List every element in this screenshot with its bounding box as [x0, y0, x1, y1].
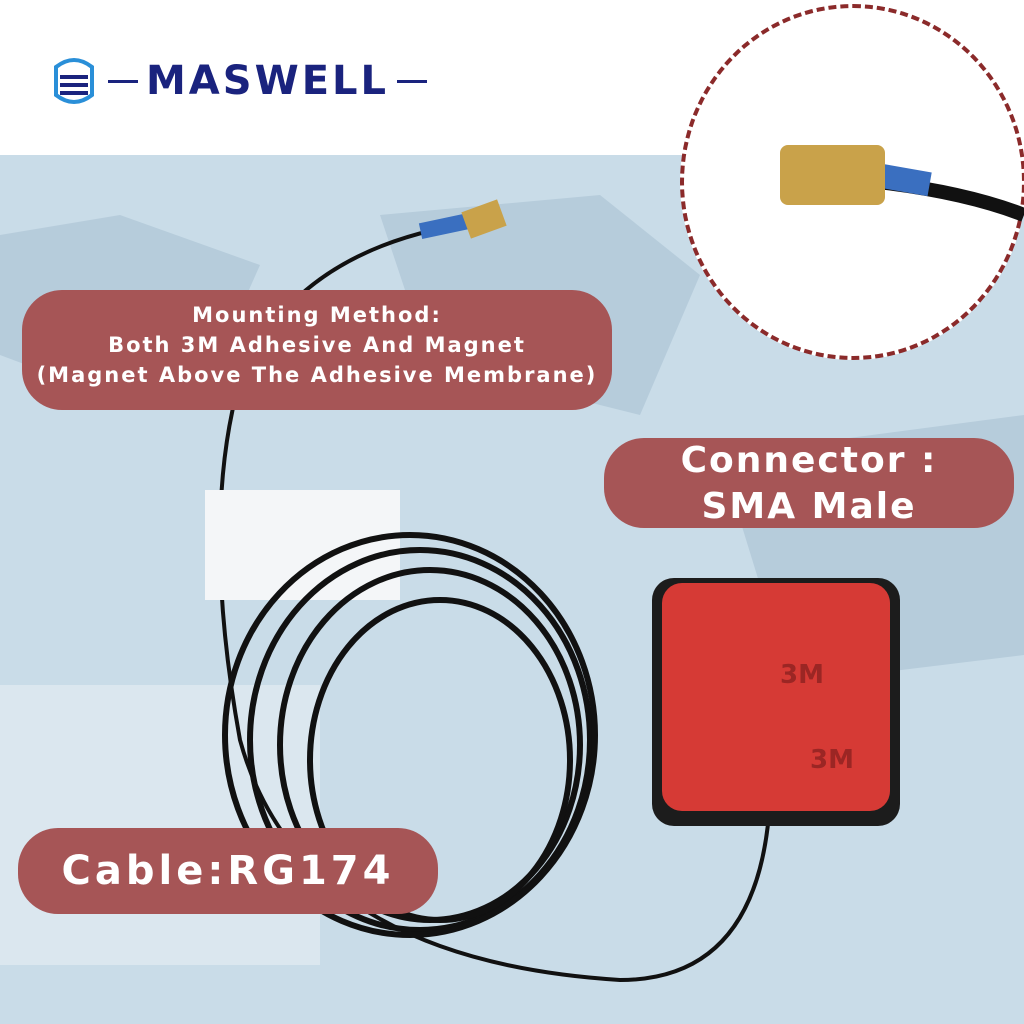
mounting-title: Mounting Method: — [192, 303, 442, 327]
cable-sleeve — [418, 212, 472, 240]
mounting-line-2: (Magnet Above The Adhesive Membrane) — [36, 363, 598, 387]
pad-marking: 3M — [810, 745, 854, 775]
cable-callout: Cable:RG174 — [18, 828, 438, 914]
connector-title: Connector : — [680, 440, 938, 481]
sma-connector-small-icon — [461, 199, 507, 239]
logo-emblem-icon — [54, 58, 94, 104]
cable-tag — [205, 490, 400, 600]
brand-name: MASWELL — [146, 58, 389, 104]
sma-connector-icon — [780, 145, 885, 205]
coiled-cable — [222, 532, 598, 938]
connector-value: SMA Male — [701, 486, 917, 527]
logo-dash — [397, 79, 427, 83]
closeup-sleeve — [878, 163, 932, 197]
logo-dash — [108, 79, 138, 83]
adhesive-pad — [662, 583, 890, 811]
pad-marking: 3M — [780, 660, 824, 690]
mounting-line-1: Both 3M Adhesive And Magnet — [108, 333, 526, 357]
connector-callout: Connector : SMA Male — [604, 438, 1014, 528]
mounting-method-callout: Mounting Method: Both 3M Adhesive And Ma… — [22, 290, 612, 410]
brand-logo: MASWELL — [48, 55, 427, 107]
